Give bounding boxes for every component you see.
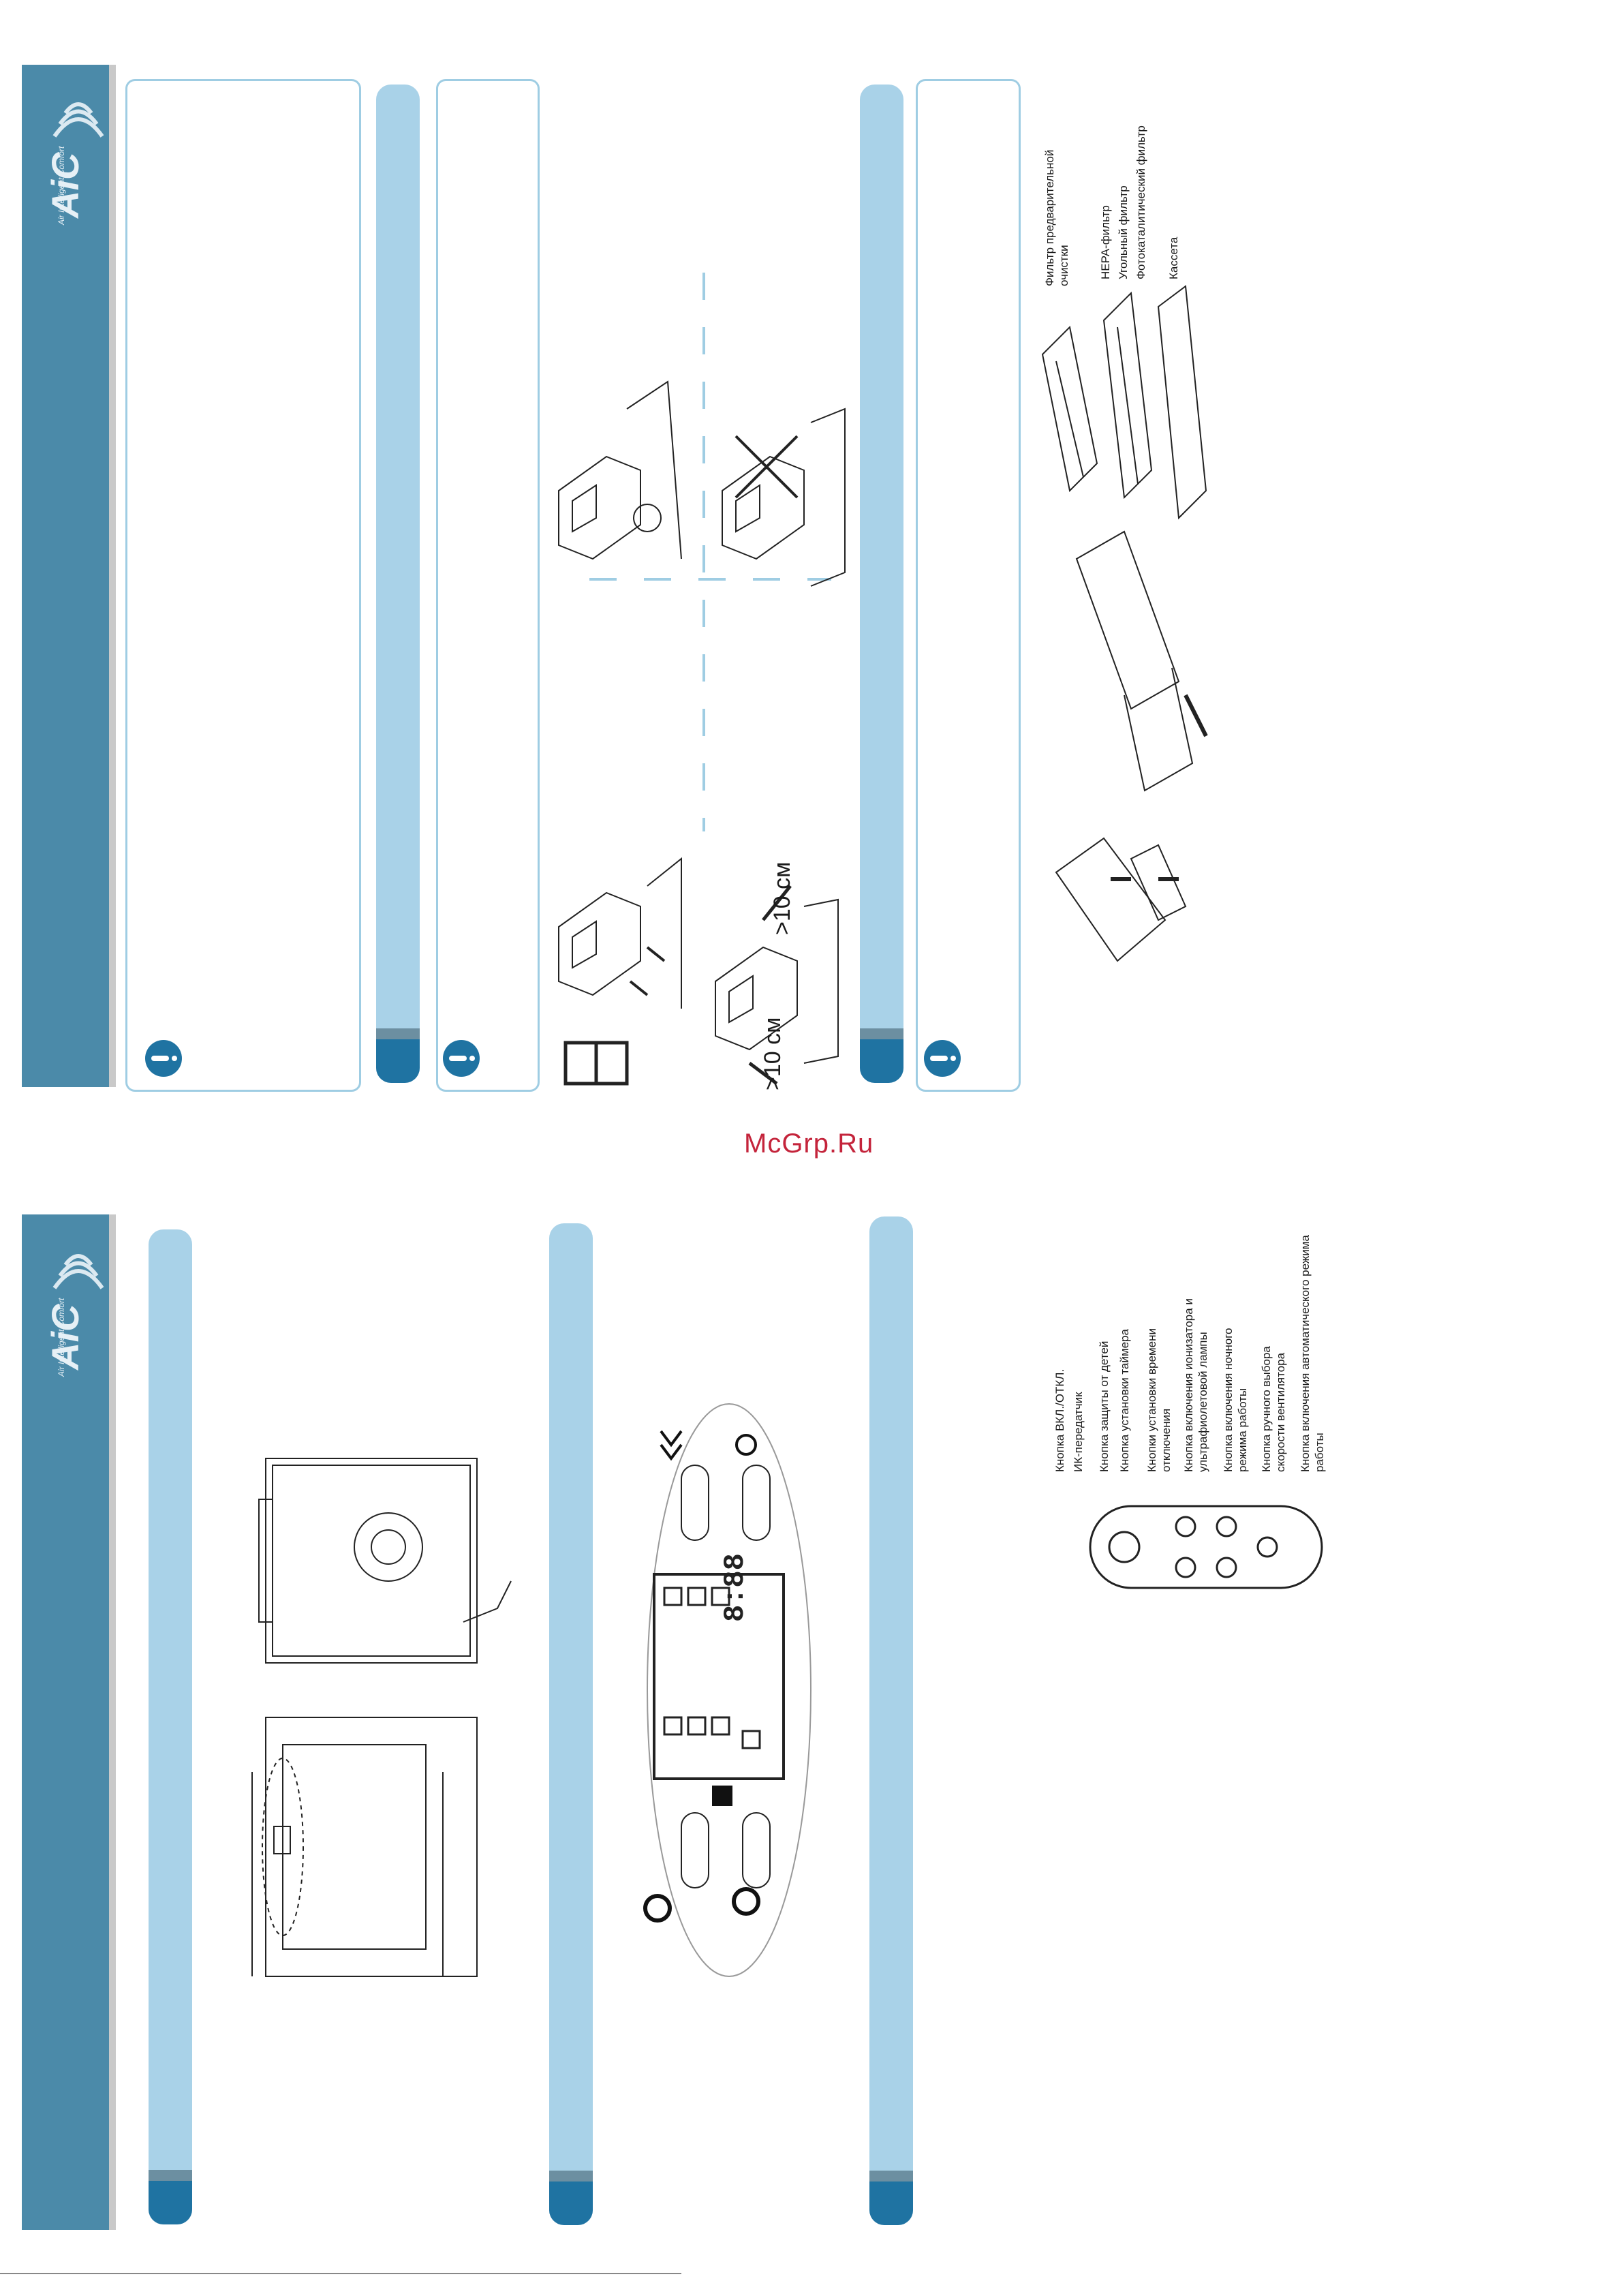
wall-square-icon [563, 1041, 629, 1086]
remote-label-timer: Кнопка установки таймера [1118, 1329, 1131, 1472]
filter-diagram [1041, 285, 1208, 962]
text-panel-3 [916, 79, 1021, 1092]
section-bar-2 [860, 85, 903, 1083]
control-panel-diagram: 8:88 [643, 1403, 812, 1977]
top-logo-tagline: Air Intelligent Comfort [57, 146, 66, 225]
section-bar-5 [869, 1216, 913, 2225]
tree-icon [660, 1430, 683, 1461]
unit-near-wall [722, 408, 846, 587]
bottom-aic-logo: AiC [44, 1254, 104, 1371]
bottom-rule [0, 2273, 681, 2274]
unit-front-view [251, 1717, 478, 1977]
unit-open [1075, 530, 1208, 792]
top-logo-text: AiC [44, 151, 87, 219]
filter-stack [1041, 285, 1207, 520]
distance-label-top: >10 см [769, 861, 795, 936]
unit-drawings [251, 1458, 512, 1977]
text-panel-1 [125, 79, 361, 1092]
svg-text:8:88: 8:88 [719, 1553, 752, 1622]
bottom-sidebar [22, 1214, 116, 2230]
unit-ok-1 [558, 380, 682, 560]
filter-label-photocatalytic: Фотокаталитический фильтр [1134, 125, 1147, 279]
control-buttons [681, 1465, 771, 1888]
remote-label-ir: ИК-передатчик [1072, 1392, 1085, 1472]
section-bar-3 [149, 1229, 192, 2224]
top-sidebar [22, 65, 116, 1087]
filter-label-hepa: HEPA-фильтр [1099, 205, 1112, 279]
info-icon [145, 1040, 182, 1077]
bottom-logo-text: AiC [44, 1303, 87, 1371]
section-bar-4 [549, 1223, 593, 2225]
control-display [653, 1573, 785, 1780]
timer-icon [735, 1434, 757, 1456]
text-panel-2 [436, 79, 540, 1092]
filter-label-cassette: Кассета [1167, 236, 1180, 279]
distance-label-bottom: >10 см [760, 1017, 786, 1091]
watermark: McGrp.Ru [744, 1129, 874, 1159]
filter-label-carbon: Угольный фильтр [1117, 185, 1130, 279]
bottom-logo-tagline: Air Intelligent Comfort [57, 1298, 66, 1377]
fan-icon [732, 1887, 760, 1916]
remote-label-fan-speed: Кнопка ручного выбора скорости вентилято… [1260, 1346, 1287, 1472]
unit-press [1055, 837, 1187, 962]
remote-label-time: Кнопки установки времени отключения [1145, 1328, 1173, 1472]
remote-label-power: Кнопка ВКЛ./ОТКЛ. [1053, 1368, 1066, 1472]
remote-control [1089, 1505, 1323, 1589]
filter-label-prefilter: Фильтр предварительной очистки [1043, 149, 1070, 286]
power-icon [643, 1894, 672, 1923]
remote-label-child-lock: Кнопка защиты от детей [1098, 1341, 1111, 1472]
info-icon [443, 1040, 480, 1077]
remote-label-ionizer: Кнопка включения ионизатора и ультрафиол… [1182, 1298, 1209, 1472]
top-aic-logo: AiC [44, 102, 104, 219]
unit-back-view [258, 1458, 512, 1664]
remote-label-night: Кнопка включения ночного режима работы [1222, 1328, 1249, 1472]
section-bar-1 [376, 85, 420, 1083]
remote-power-icon [1108, 1531, 1141, 1563]
placement-diagram [558, 273, 846, 1086]
info-icon [924, 1040, 961, 1077]
unit-distance [715, 885, 839, 1085]
unit-ok-2 [558, 857, 682, 1009]
remote-label-auto: Кнопка включения автоматического режима … [1299, 1235, 1326, 1472]
